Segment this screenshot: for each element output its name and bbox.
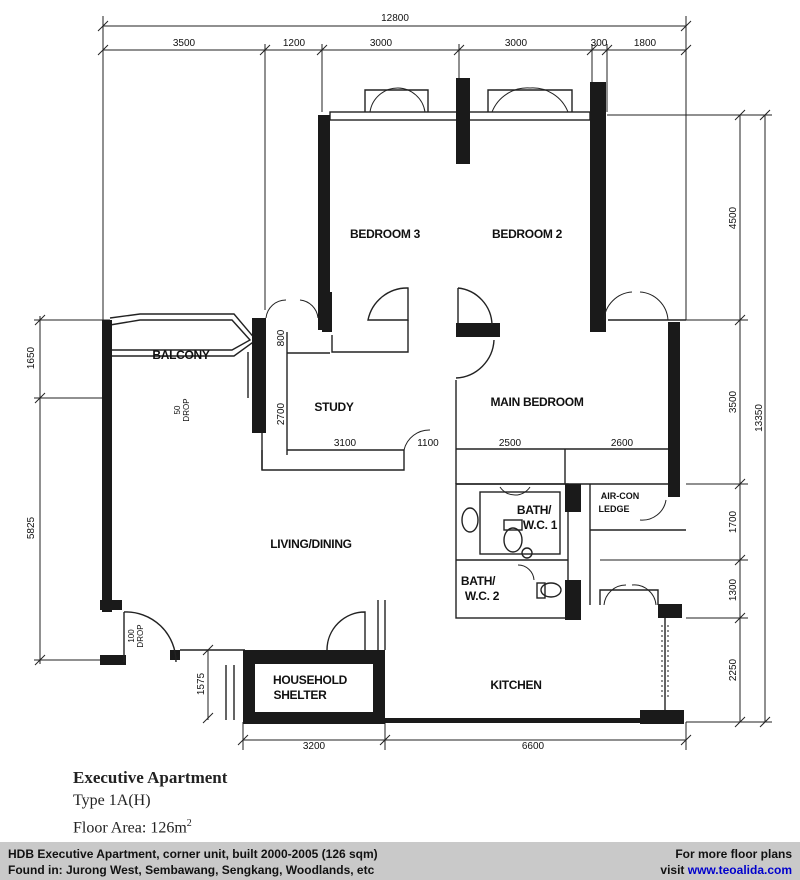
footer-left: HDB Executive Apartment, corner unit, bu… [8,846,378,878]
plan-caption: Executive Apartment Type 1A(H) Floor Are… [73,766,227,839]
room-label-bath-2-line2: W.C. 2 [465,589,500,603]
room-label-shelter-line2: SHELTER [273,688,327,702]
footer-visit: visit www.teoalida.com [660,862,792,878]
room-label-main-bedroom: MAIN BEDROOM [490,395,583,409]
dim-inner-2: 1100 [417,438,439,449]
doors-and-windows [123,87,669,700]
dim-left-1: 1650 [26,346,37,369]
drop-2-label: DROP [136,624,145,647]
drop-1-label: DROP [182,398,191,421]
room-label-living-dining: LIVING/DINING [270,537,351,551]
drop-2-value: 100 [127,629,136,643]
dim-study-1: 800 [276,329,287,346]
caption-title: Executive Apartment [73,768,228,787]
room-label-bath-2-line1: BATH/ [461,574,496,588]
drop-1-value: 50 [173,405,182,414]
dim-study-2: 2700 [276,402,287,425]
dim-inner-3: 2500 [499,438,522,449]
footer-description: HDB Executive Apartment, corner unit, bu… [8,847,378,861]
room-label-shelter-line1: HOUSEHOLD [273,673,348,687]
room-label-aircon-line1: AIR-CON [601,491,640,501]
footer-visit-prefix: visit [660,863,688,877]
caption-type: Type 1A(H) [73,792,151,809]
footer-website-link[interactable]: www.teoalida.com [687,863,792,877]
dim-inner-1: 3100 [334,438,357,449]
dim-top-2: 1200 [283,38,306,49]
dim-top-6: 1800 [634,38,657,49]
caption-area-text: Floor Area: 126m [73,819,187,837]
footer-locations: Found in: Jurong West, Sembawang, Sengka… [8,863,375,877]
dim-right-total: 13350 [754,404,765,432]
dim-right-4: 1300 [728,578,739,601]
room-label-aircon-line2: LEDGE [598,504,629,514]
dim-top-3: 3000 [370,38,393,49]
caption-area-sup: 2 [186,818,192,829]
footer-more-plans: For more floor plans [675,847,792,861]
floor-plan: 12800 3500 1200 3000 3000 300 1800 1650 … [26,13,772,752]
footer-right: For more floor plans visit www.teoalida.… [660,846,792,878]
dim-top-5: 300 [591,38,608,49]
room-label-kitchen: KITCHEN [490,678,541,692]
heavy-walls [100,78,684,724]
dim-bottom-1: 3200 [303,741,326,752]
dim-shelter-left: 1575 [196,672,207,695]
dim-right-3: 1700 [728,510,739,533]
room-label-bath-1-line1: BATH/ [517,503,552,517]
dim-top-4: 3000 [505,38,528,49]
footer-bar: HDB Executive Apartment, corner unit, bu… [0,842,800,880]
dim-top-1: 3500 [173,38,196,49]
room-label-balcony: BALCONY [152,348,210,362]
dim-bottom-2: 6600 [522,741,545,752]
dim-right-5: 2250 [728,658,739,681]
bathroom-fixtures [461,507,562,599]
dim-right-1: 4500 [728,206,739,229]
dim-overall-width: 12800 [381,13,409,24]
top-dimension-lines [97,16,692,320]
bottom-dimension-lines [237,722,692,750]
dim-left-2: 5825 [26,516,37,539]
room-label-bedroom-3: BEDROOM 3 [350,227,421,241]
caption-area: Floor Area: 126m2 [73,812,227,839]
dim-inner-4: 2600 [611,438,634,449]
room-label-study: STUDY [314,400,353,414]
room-label-bath-1-line2: W.C. 1 [523,518,558,532]
left-dimension-lines [34,314,214,724]
dim-right-2: 3500 [728,390,739,413]
right-dimension-lines [600,109,772,728]
room-label-bedroom-2: BEDROOM 2 [492,227,563,241]
